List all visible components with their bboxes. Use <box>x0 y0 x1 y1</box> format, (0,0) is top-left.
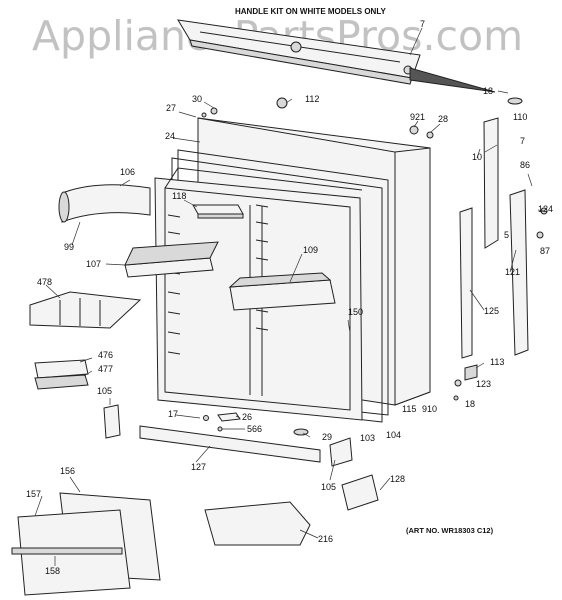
cover-parts <box>34 359 89 390</box>
callout-127: 127 <box>191 462 206 472</box>
art-number: (ART NO. WR18303 C12) <box>406 526 494 535</box>
callout-labels: 7 18 110 30 112 27 921 28 24 7 10 106 86 118 99 124 5 87 1… <box>26 19 553 576</box>
callout-106: 106 <box>120 167 135 177</box>
crisper-bin-part <box>204 501 311 546</box>
header-note: HANDLE KIT ON WHITE MODELS ONLY <box>235 7 386 16</box>
small-shelf-part <box>192 204 244 219</box>
callout-27: 27 <box>166 103 176 113</box>
callout-115: 115 <box>402 404 416 414</box>
callout-113: 113 <box>490 357 504 367</box>
callout-10: 10 <box>472 152 482 162</box>
callout-18: 18 <box>465 399 475 409</box>
callout-128: 128 <box>390 474 405 484</box>
callout-216: 216 <box>318 534 333 544</box>
handle-kit-wedge <box>409 67 496 93</box>
callout-26: 26 <box>242 412 252 422</box>
callout-121: 121 <box>505 267 520 277</box>
bottom-trim-part <box>139 425 321 463</box>
callout-7: 7 <box>520 136 525 146</box>
callout-921: 921 <box>410 112 425 122</box>
callout-17: 17 <box>168 409 178 419</box>
callout-109: 109 <box>303 245 318 255</box>
callout-99: 99 <box>64 242 74 252</box>
callout-87: 87 <box>540 246 550 256</box>
callout-478: 478 <box>37 277 52 287</box>
bracket-right-part <box>329 437 353 467</box>
callout-125: 125 <box>484 306 499 316</box>
callout-103: 103 <box>360 433 375 443</box>
callout-112: 112 <box>305 94 319 104</box>
callout-24: 24 <box>165 131 175 141</box>
callout-110: 110 <box>513 112 527 122</box>
crisper-drawer-part <box>11 492 161 596</box>
callout-5: 5 <box>504 230 509 240</box>
bracket-left-part <box>103 404 121 439</box>
leader-lines <box>34 27 545 566</box>
callout-86: 86 <box>520 160 530 170</box>
door-shelf-part <box>124 241 219 278</box>
egg-tray-part <box>29 291 142 329</box>
callout-477: 477 <box>98 364 113 374</box>
callout-157: 157 <box>26 489 41 499</box>
callout-566: 566 <box>247 424 262 434</box>
callout-118: 118 <box>172 191 186 201</box>
callout-156: 156 <box>60 466 75 476</box>
callout-30: 30 <box>192 94 202 104</box>
callout-28: 28 <box>438 114 448 124</box>
callout-105: 105 <box>97 386 112 396</box>
callout-18: 18 <box>483 86 493 96</box>
callout-105: 105 <box>321 482 336 492</box>
door-stop-part <box>341 474 379 511</box>
callout-476: 476 <box>98 350 113 360</box>
butter-compartment-part <box>58 184 151 223</box>
callout-123: 123 <box>476 379 491 389</box>
door-bin-part <box>228 272 336 311</box>
callout-104: 104 <box>386 430 401 440</box>
callout-7: 7 <box>420 19 425 29</box>
callout-29: 29 <box>322 432 332 442</box>
callout-910: 910 <box>422 404 437 414</box>
callout-150: 150 <box>348 307 363 317</box>
small-hardware-parts <box>203 412 309 436</box>
callout-107: 107 <box>86 259 101 269</box>
callout-158: 158 <box>45 566 60 576</box>
callout-124: 124 <box>538 204 553 214</box>
